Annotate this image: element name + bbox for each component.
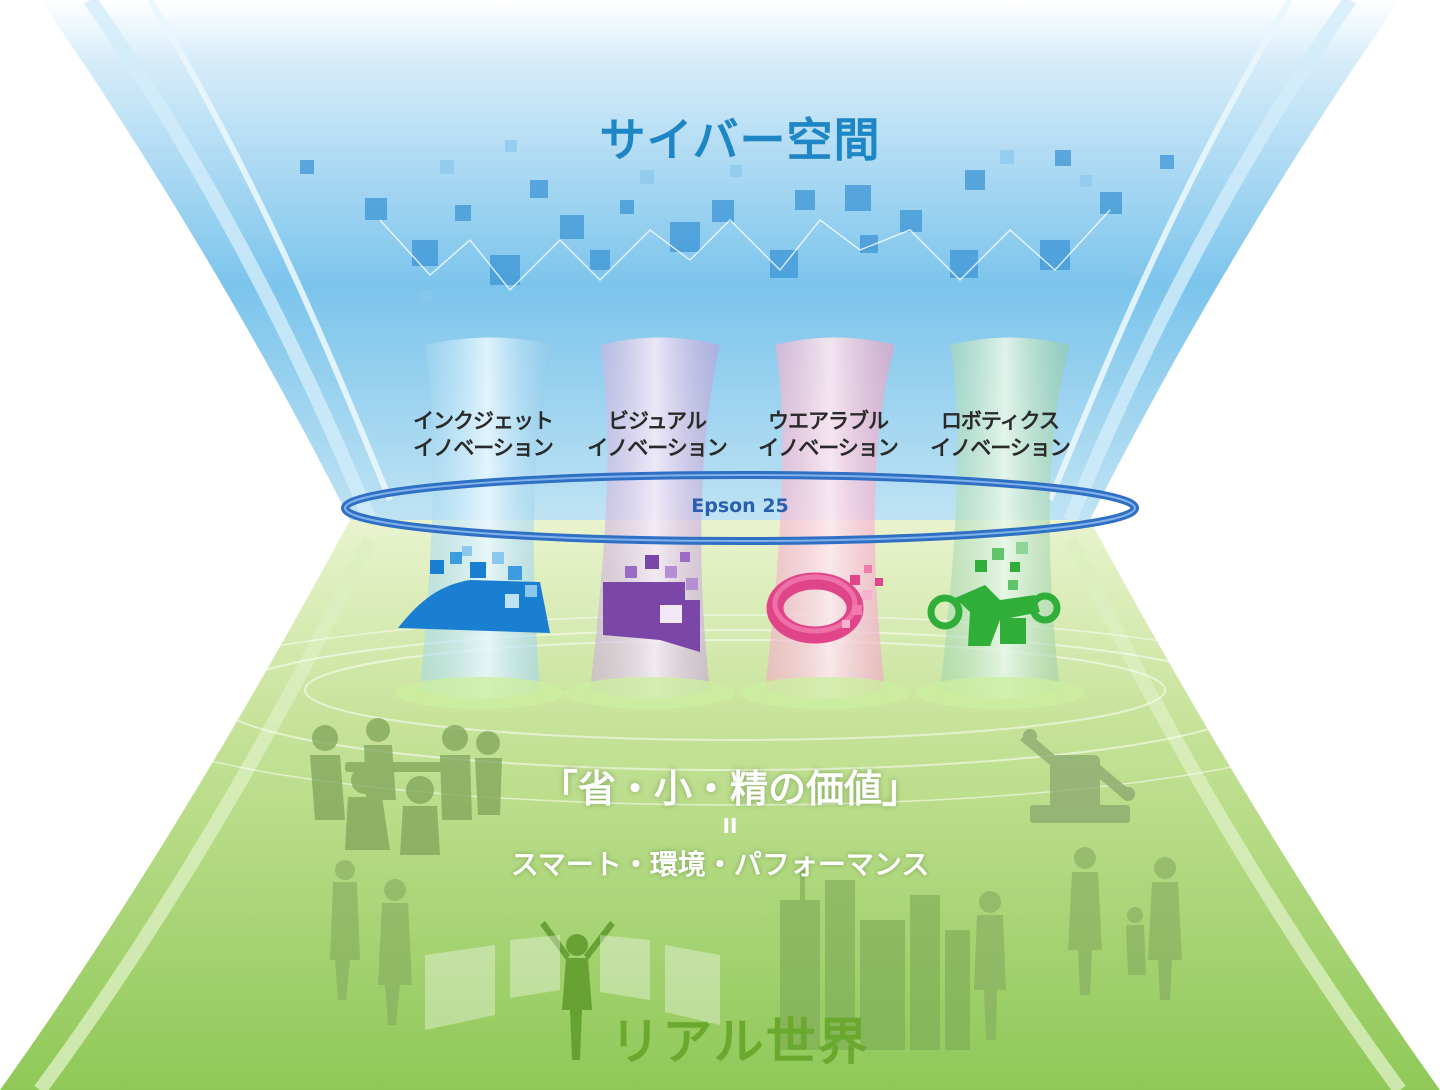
pillar-label-robotics: ロボティクス イノベーション bbox=[915, 408, 1085, 462]
real-world-title: リアル世界 bbox=[610, 1013, 870, 1071]
walking-people-left bbox=[330, 860, 412, 1025]
robot-arm-silhouette bbox=[1020, 729, 1135, 823]
epson-ring bbox=[341, 471, 1139, 545]
pillar-label-line1: ビジュアル bbox=[608, 409, 707, 433]
pillar-label-line2: イノベーション bbox=[587, 436, 728, 460]
wearable-icon bbox=[766, 565, 883, 644]
value-statement: 「省・小・精の価値」 bbox=[539, 767, 920, 811]
pillar-label-inkjet: インクジェット イノベーション bbox=[398, 408, 568, 462]
walking-people-right bbox=[974, 847, 1182, 1040]
pillar-label-line2: イノベーション bbox=[758, 436, 899, 460]
city-silhouette bbox=[780, 870, 970, 1050]
value-subtitle: スマート・環境・パフォーマンス bbox=[510, 848, 930, 881]
cheering-person bbox=[540, 921, 615, 1060]
cyber-space-title: サイバー空間 bbox=[599, 113, 881, 167]
pillar-label-wearable: ウエアラブル イノベーション bbox=[743, 408, 913, 462]
meeting-silhouettes bbox=[310, 718, 502, 855]
visual-icon bbox=[603, 552, 700, 652]
pillar-label-line1: ロボティクス bbox=[940, 409, 1060, 433]
epson-25-label: Epson 25 bbox=[691, 495, 789, 517]
pillar-label-visual: ビジュアル イノベーション bbox=[572, 408, 742, 462]
inkjet-icon bbox=[398, 546, 550, 633]
digital-squares bbox=[300, 150, 1174, 285]
pillar-label-line1: ウエアラブル bbox=[768, 409, 889, 433]
robotics-icon bbox=[927, 542, 1061, 646]
equals-sign: II bbox=[722, 814, 738, 838]
pillar-label-line2: イノベーション bbox=[930, 436, 1071, 460]
display-panels bbox=[425, 935, 720, 1030]
pillar-label-line2: イノベーション bbox=[413, 436, 554, 460]
pillar-label-line1: インクジェット bbox=[413, 409, 554, 433]
